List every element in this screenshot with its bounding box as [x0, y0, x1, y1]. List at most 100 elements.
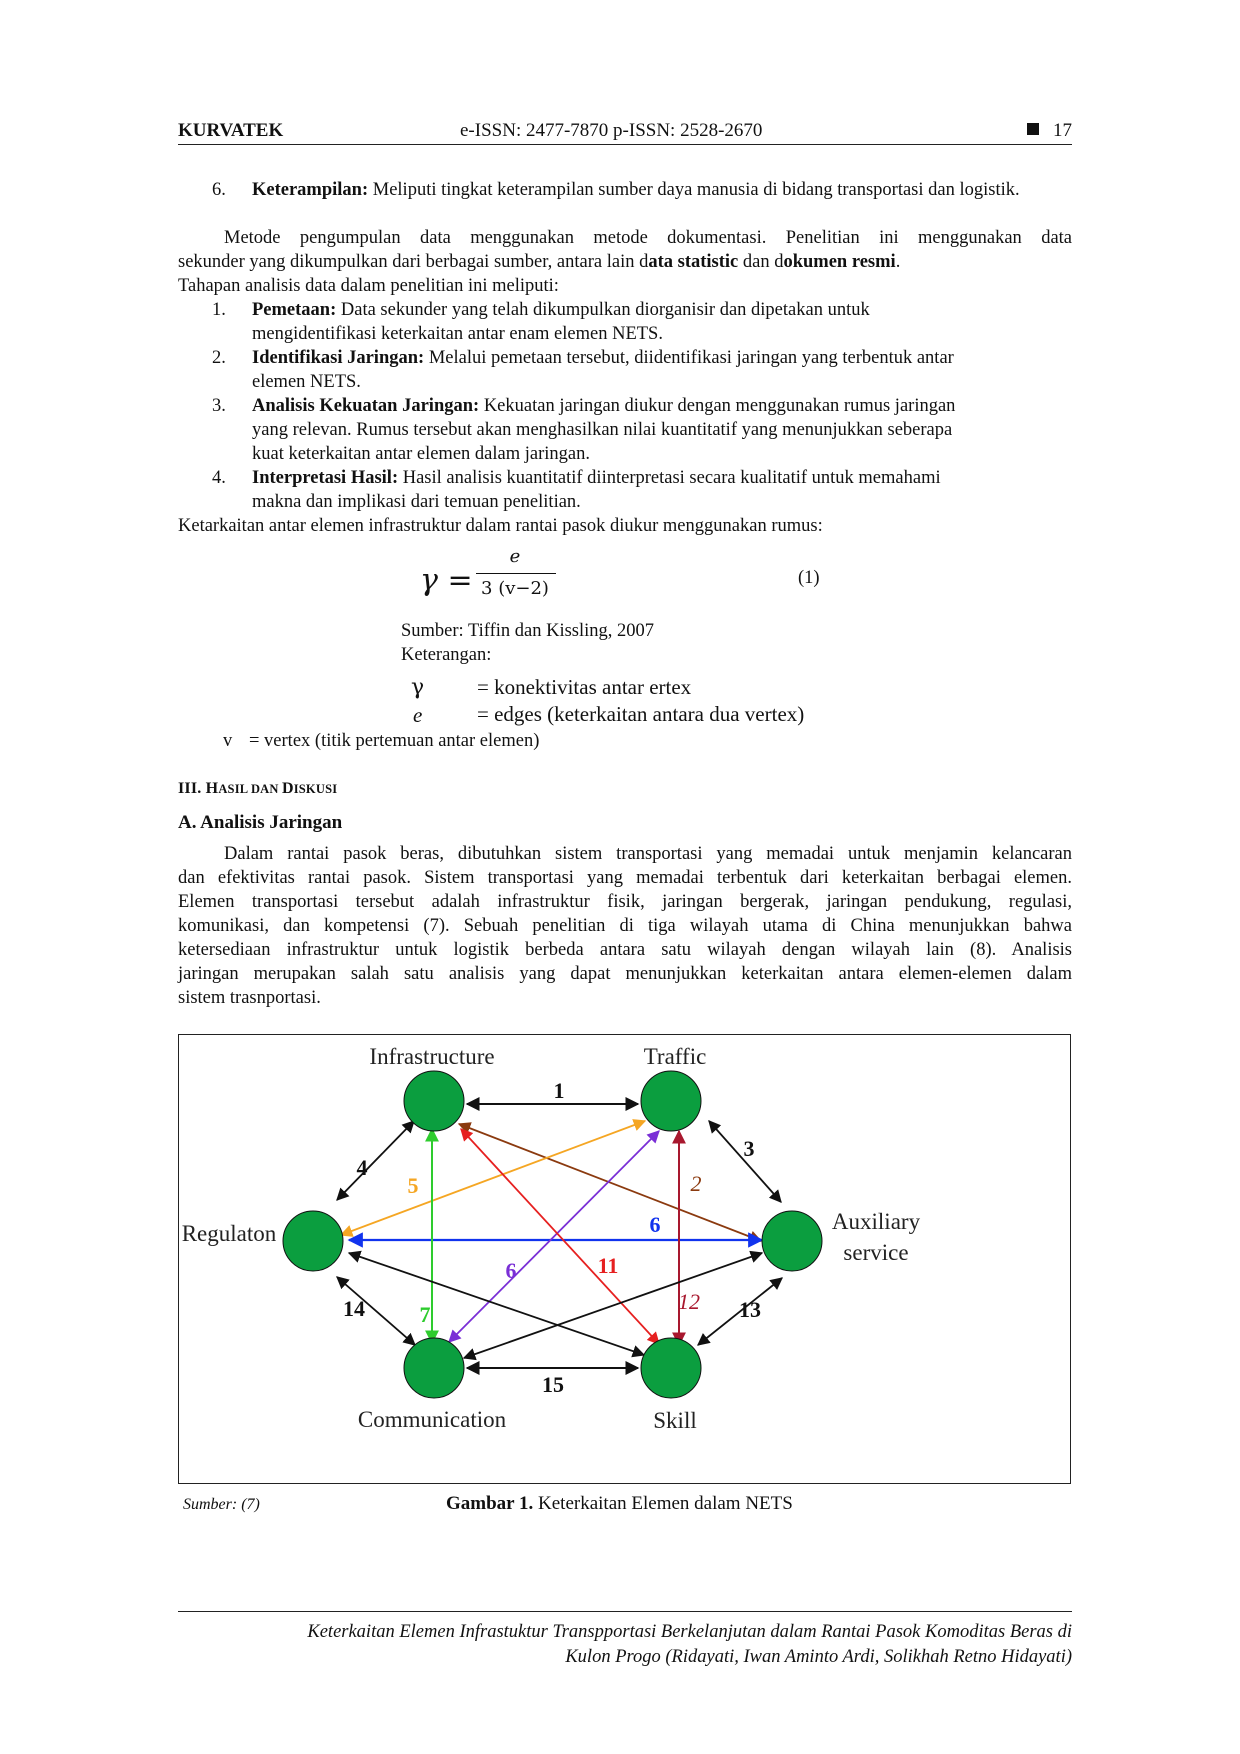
list-item-text: Meliputi tingkat keterampilan sumber day… — [368, 180, 1020, 200]
figure-source: Sumber: (7) — [183, 1496, 260, 1513]
formula-lhs: γ = — [420, 563, 473, 598]
analysis-paragraph: Dalam rantai pasok beras, dibutuhkan sis… — [178, 842, 1072, 1010]
node-skill — [640, 1337, 702, 1399]
node-traffic — [640, 1070, 702, 1132]
label-skill: Skill — [653, 1408, 696, 1433]
list-item-6: 6. Keterampilan: Meliputi tingkat ketera… — [212, 178, 1072, 202]
label-regulation: Regulaton — [182, 1221, 277, 1246]
formula-source: Sumber: Tiffin dan Kissling, 2007 — [401, 621, 655, 641]
step-span: Kekuatan jaringan diukur dengan mengguna… — [479, 396, 956, 416]
def-e: = edges (keterkaitan antara dua vertex) — [477, 702, 805, 726]
step-text: Identifikasi Jaringan: Melalui pemetaan … — [252, 346, 1072, 394]
step-item-3: 3. Analisis Kekuatan Jaringan: Kekuatan … — [212, 394, 1072, 466]
step-number: 3. — [212, 396, 226, 416]
page-footer: Keterkaitan Elemen Infrastuktur Transppo… — [178, 1611, 1072, 1670]
text-line: Elemen transportasi tersebut adalah infr… — [178, 892, 1072, 912]
step-line: makna dan implikasi dari temuan peneliti… — [252, 492, 581, 512]
formula-numerator: e — [509, 546, 521, 567]
edge-label-7: 7 — [420, 1302, 431, 1327]
step-item-2: 2. Identifikasi Jaringan: Melalui pemeta… — [212, 346, 1072, 394]
step-line: elemen NETS. — [252, 372, 361, 392]
edge-3 — [708, 1120, 782, 1203]
step-line: yang relevan. Rumus tersebut akan mengha… — [252, 420, 953, 440]
step-line: kuat keterkaitan antar elemen dalam jari… — [252, 444, 590, 464]
figure-caption: Gambar 1. Keterkaitan Elemen dalam NETS — [446, 1493, 793, 1515]
text-line: Dalam rantai pasok beras, dibutuhkan sis… — [224, 844, 1072, 864]
edge-2 — [457, 1122, 763, 1243]
section-title: III. HASIL DAN DISKUSI — [178, 780, 337, 798]
label-traffic: Traffic — [644, 1044, 707, 1069]
caption-label: Gambar 1. — [446, 1493, 534, 1514]
node-auxiliary — [761, 1210, 823, 1272]
step-number: 2. — [212, 348, 226, 368]
step-line: Analisis Kekuatan Jaringan: Kekuatan jar… — [252, 394, 1072, 418]
text-line: jaringan merupakan salah satu analisis y… — [178, 964, 1072, 984]
edge-label-14: 14 — [343, 1296, 365, 1321]
method-paragraph: Metode pengumpulan data menggunakan meto… — [178, 226, 1072, 298]
step-bold: Pemetaan: — [252, 300, 337, 320]
step-span: Melalui pemetaan tersebut, diidentifikas… — [424, 348, 954, 368]
text-span: . — [895, 252, 901, 272]
edge-label-11: 11 — [598, 1253, 619, 1278]
step-text: Interpretasi Hasil: Hasil analisis kuant… — [252, 466, 1072, 514]
formula-intro: Ketarkaitan antar elemen infrastruktur d… — [178, 516, 823, 536]
def-symbol-gamma: γ — [411, 675, 425, 700]
label-auxiliary-1: Auxiliary — [832, 1209, 921, 1234]
edge-label-1: 1 — [554, 1078, 565, 1103]
page-number: 17 — [1053, 120, 1072, 141]
fraction-bar — [476, 573, 556, 574]
step-text: Pemetaan: Data sekunder yang telah dikum… — [252, 298, 1072, 346]
step-span: Hasil analisis kuantitatif diinterpretas… — [398, 468, 941, 488]
edge-label-2: 2 — [691, 1171, 702, 1196]
formula-denominator: 3 (v−2) — [481, 578, 549, 599]
list-item-bold: Keterampilan: — [252, 180, 369, 200]
page-number-wrap: 17 — [1027, 120, 1072, 142]
footer-text: Keterkaitan Elemen Infrastuktur Transppo… — [178, 1612, 1072, 1670]
text-line: sistem trasnportasi. — [178, 988, 321, 1008]
step-bold: Interpretasi Hasil: — [252, 468, 399, 488]
keterangan-label: Keterangan: — [401, 645, 492, 665]
edge-label-13: 13 — [739, 1297, 761, 1322]
issn: e-ISSN: 2477-7870 p-ISSN: 2528-2670 — [460, 120, 763, 141]
label-infrastructure: Infrastructure — [369, 1044, 494, 1069]
list-text: Keterampilan: Meliputi tingkat keterampi… — [252, 178, 1072, 202]
label-communication: Communication — [358, 1407, 507, 1432]
text-span: sekunder yang dikumpulkan dari berbagai … — [178, 252, 649, 272]
section-smallcaps: ASIL DAN — [218, 782, 282, 796]
def-symbol-v: v — [223, 731, 233, 751]
caption-text: Keterkaitan Elemen dalam NETS — [533, 1493, 793, 1514]
label-auxiliary-2: service — [843, 1240, 908, 1265]
node-infrastructure — [403, 1070, 465, 1132]
step-number: 4. — [212, 468, 226, 488]
list-number: 6. — [212, 180, 226, 200]
node-regulation — [282, 1210, 344, 1272]
text-line: ketersediaan infrastruktur untuk logisti… — [178, 940, 1072, 960]
text-line: dan efektivitas rantai pasok. Sistem tra… — [178, 868, 1072, 888]
nets-diagram: Infrastructure Traffic Regulaton Auxilia… — [182, 1044, 921, 1433]
figure-frame: Infrastructure Traffic Regulaton Auxilia… — [178, 1034, 1071, 1484]
bold-span: okumen resmi — [783, 252, 896, 272]
square-bullet-icon — [1027, 123, 1039, 135]
step-line: mengidentifikasi keterkaitan antar enam … — [252, 324, 663, 344]
def-v: = vertex (titik pertemuan antar elemen) — [249, 731, 540, 751]
edge-label-6-purple: 6 — [506, 1258, 517, 1283]
step-text: Analisis Kekuatan Jaringan: Kekuatan jar… — [252, 394, 1072, 466]
section-span: III. H — [178, 780, 219, 797]
step-item-1: 1. Pemetaan: Data sekunder yang telah di… — [212, 298, 1072, 346]
subsection-title: A. Analisis Jaringan — [178, 812, 343, 833]
edge-label-12: 12 — [678, 1289, 700, 1314]
edge-label-4: 4 — [357, 1155, 368, 1180]
step-line: Pemetaan: Data sekunder yang telah dikum… — [252, 298, 1072, 322]
step-line: Interpretasi Hasil: Hasil analisis kuant… — [252, 466, 1072, 490]
step-item-4: 4. Interpretasi Hasil: Hasil analisis ku… — [212, 466, 1072, 514]
step-bold: Analisis Kekuatan Jaringan: — [252, 396, 480, 416]
edge-auxiliary-communication — [462, 1250, 764, 1361]
edge-label-6-blue: 6 — [650, 1212, 661, 1237]
section-span: D — [281, 780, 294, 797]
formula-number: (1) — [798, 568, 820, 588]
journal-name: KURVATEK — [178, 120, 284, 141]
text-line: Metode pengumpulan data menggunakan meto… — [224, 228, 1072, 248]
node-communication — [403, 1337, 465, 1399]
text-line: komunikasi, dan kompetensi (7). Sebuah p… — [178, 916, 1072, 936]
step-span: Data sekunder yang telah dikumpulkan dio… — [336, 300, 870, 320]
